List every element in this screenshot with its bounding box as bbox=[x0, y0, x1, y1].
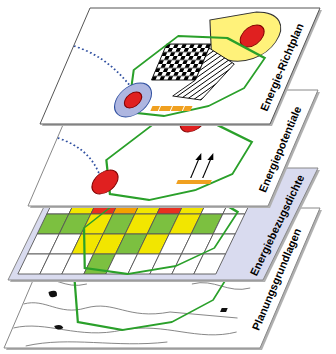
layer-face bbox=[4, 208, 320, 348]
layer-face bbox=[28, 90, 318, 206]
layer-face bbox=[40, 8, 320, 124]
layer-face bbox=[8, 168, 318, 280]
layer-plane: Energie-Richtplan bbox=[40, 8, 322, 126]
